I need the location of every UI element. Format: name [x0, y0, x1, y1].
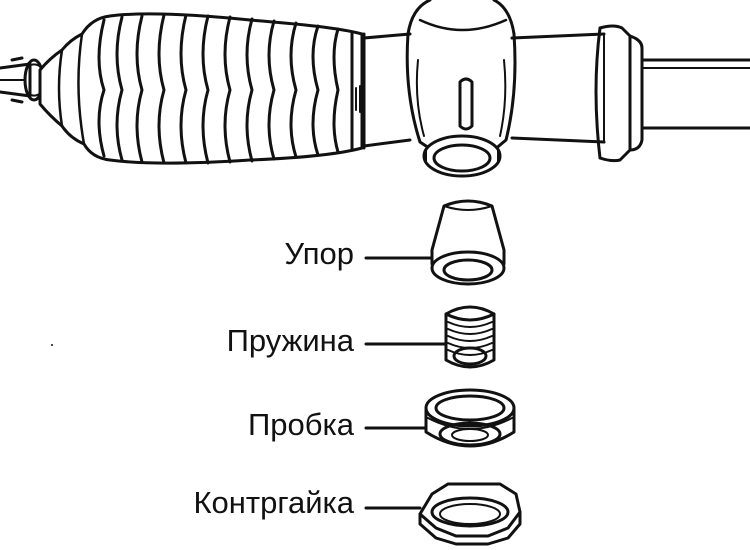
tie-rod-end — [0, 58, 43, 102]
label-locknut: Контргайка — [193, 485, 354, 520]
rack-boot — [40, 14, 364, 163]
thrust-piece-drawing — [432, 201, 504, 284]
plug-drawing — [426, 390, 514, 446]
label-plug: Пробка — [247, 407, 354, 442]
label-thrust-piece: Упор — [284, 236, 354, 271]
label-spring: Пружина — [226, 323, 354, 358]
locknut-drawing — [420, 484, 520, 544]
rack-housing — [364, 0, 750, 176]
leader-lines — [366, 258, 446, 508]
scan-speck — [51, 344, 53, 346]
spring-drawing — [446, 307, 494, 367]
